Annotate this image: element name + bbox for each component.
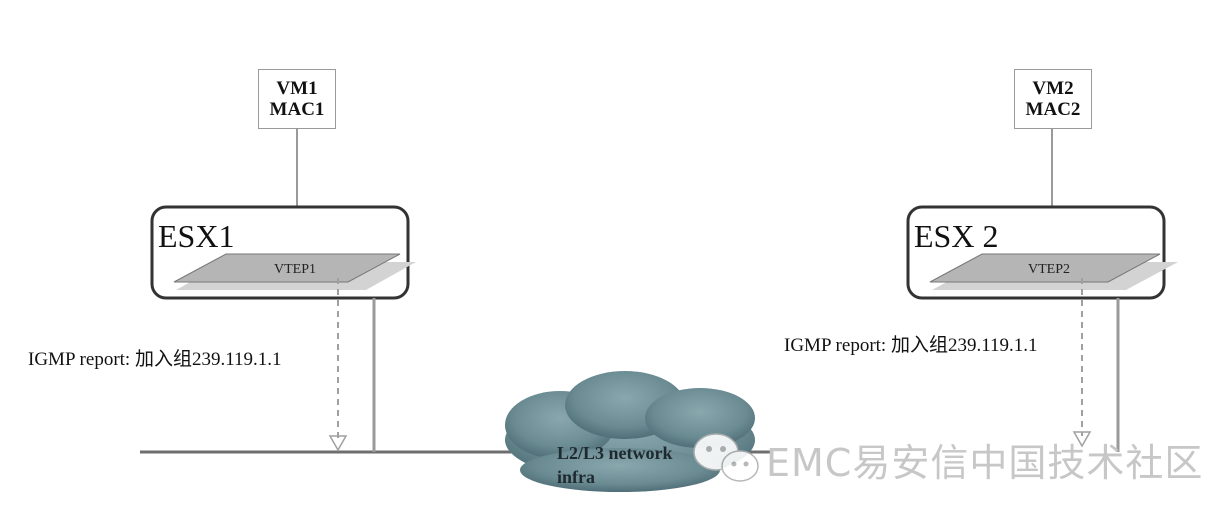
esx2-igmp-arrowhead xyxy=(1072,431,1092,448)
vtep2-plane xyxy=(929,253,1161,283)
esx2-title: ESX 2 xyxy=(914,218,999,254)
vm2-name: VM2 xyxy=(1032,78,1074,99)
wechat-icon xyxy=(693,433,759,482)
vm2-mac: MAC2 xyxy=(1025,99,1081,120)
igmp-report-left: IGMP report: 加入组239.119.1.1 xyxy=(28,349,282,370)
vtep2-label: VTEP2 xyxy=(1028,262,1070,277)
vm1-name: VM1 xyxy=(276,78,318,99)
vtep1-label: VTEP1 xyxy=(274,262,316,277)
watermark-text: EMC易安信中国技术社区 xyxy=(766,441,1204,485)
esx1-title: ESX1 xyxy=(158,218,235,254)
network-label-line2: infra xyxy=(557,467,595,487)
network-label-line1: L2/L3 network xyxy=(557,443,673,463)
igmp-report-right: IGMP report: 加入组239.119.1.1 xyxy=(784,335,1038,356)
vm1-box: VM1 MAC1 xyxy=(258,69,336,129)
network-label: L2/L3 network infra xyxy=(557,441,673,489)
vm1-mac: MAC1 xyxy=(269,99,325,120)
network-cloud xyxy=(505,371,755,492)
esx1-igmp-arrowhead xyxy=(328,435,348,452)
vm2-box: VM2 MAC2 xyxy=(1014,69,1092,129)
vtep1-plane xyxy=(173,253,401,283)
